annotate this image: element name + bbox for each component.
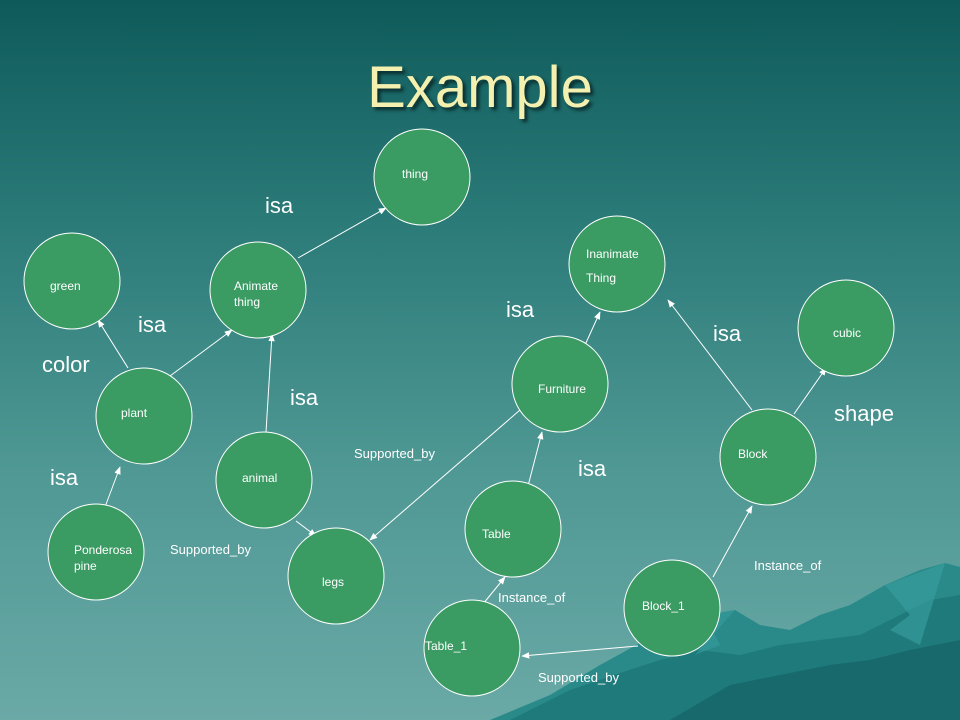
node-furniture-label-1: Furniture (538, 382, 586, 396)
mountains-decoration (490, 563, 960, 720)
label-isa-animal: isa (290, 385, 319, 410)
label-color: color (42, 352, 90, 377)
label-supported-by-furniture: Supported_by (354, 446, 435, 461)
node-inanimate-thing-label-2: Thing (586, 271, 616, 285)
node-animal: animal (215, 431, 313, 529)
edge-plant-to-animate (169, 329, 233, 377)
node-animate-thing: Animate thing (209, 241, 307, 339)
label-isa-block: isa (713, 321, 742, 346)
node-table-label-1: Table (482, 527, 511, 541)
node-cubic-label-1: cubic (833, 326, 861, 340)
nodes: thing Animate thing Inanimate Thing gree… (23, 128, 895, 697)
edge-block-to-inanimate (667, 299, 753, 411)
node-block: Block (719, 408, 817, 506)
label-supported-by-pine: Supported_by (170, 542, 251, 557)
node-block-label-1: Block (738, 447, 768, 461)
edge-labels: isa isa color isa isa Supported_by isa i… (42, 193, 894, 685)
node-green: green (23, 232, 121, 330)
node-table-1: Table_1 (423, 599, 521, 697)
edge-block1-to-block (712, 505, 753, 578)
node-plant-label-1: plant (121, 406, 148, 420)
node-animate-thing-label-1: Animate (234, 279, 278, 293)
edge-table1-to-table (482, 576, 506, 605)
node-ponderosa-pine-label-1: Ponderosa (74, 543, 132, 557)
node-ponderosa-pine: Ponderosa pine (47, 503, 145, 601)
node-block-1-label-1: Block_1 (642, 599, 685, 613)
label-isa-plant: isa (138, 312, 167, 337)
node-table: Table (464, 480, 562, 578)
node-block-1: Block_1 (623, 559, 721, 657)
label-shape: shape (834, 401, 894, 426)
edge-furniture-to-inanimate (584, 311, 601, 346)
node-green-label-1: green (50, 279, 81, 293)
label-instance-of-table: Instance_of (498, 590, 566, 605)
edge-table-to-furniture (527, 431, 544, 487)
label-instance-of-block: Instance_of (754, 558, 822, 573)
node-legs-label-1: legs (322, 575, 344, 589)
edge-pine-to-plant (104, 466, 121, 508)
node-legs: legs (287, 527, 385, 625)
label-isa-animate-thing: isa (265, 193, 294, 218)
edge-animate-to-thing (297, 207, 387, 259)
node-furniture: Furniture (511, 335, 609, 433)
node-thing: thing (373, 128, 471, 226)
node-ponderosa-pine-label-2: pine (74, 559, 97, 573)
label-isa-table: isa (578, 456, 607, 481)
node-inanimate-thing: Inanimate Thing (568, 215, 666, 313)
node-table-1-label-1: Table_1 (425, 639, 467, 653)
edge-block-to-cubic (793, 367, 827, 415)
edge-animal-to-animate (265, 333, 275, 433)
label-isa-furniture: isa (506, 297, 535, 322)
node-cubic: cubic (797, 279, 895, 377)
label-isa-pine: isa (50, 465, 79, 490)
edge-plant-to-green (97, 319, 129, 369)
node-animate-thing-label-2: thing (234, 295, 260, 309)
node-thing-label-1: thing (402, 167, 428, 181)
edge-furniture-to-legs (369, 409, 521, 541)
label-supported-by-block: Supported_by (538, 670, 619, 685)
node-animal-label-1: animal (242, 471, 277, 485)
slide-title: Example (367, 55, 593, 120)
edge-block1-to-table1 (521, 645, 639, 659)
node-plant: plant (95, 367, 193, 465)
node-inanimate-thing-label-1: Inanimate (586, 247, 639, 261)
edges (97, 207, 827, 659)
